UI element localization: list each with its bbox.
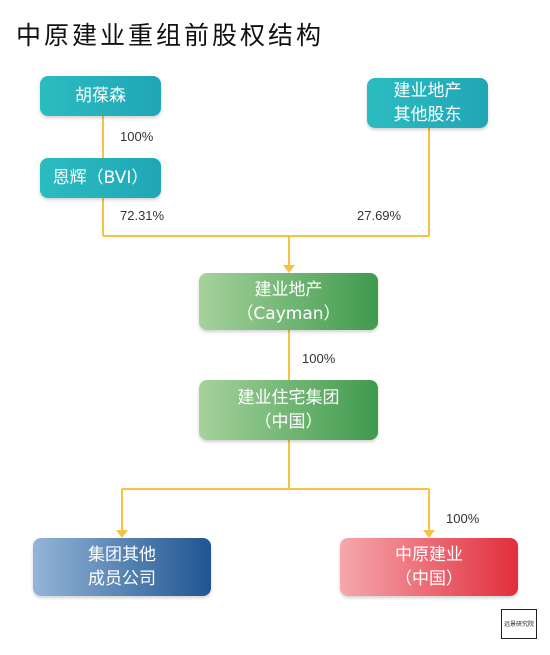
- watermark-logo-text: 远景研究院: [503, 621, 534, 628]
- node-residential-group: 建业住宅集团 （中国）: [199, 380, 378, 440]
- node-other-shareholders-line2: 其他股东: [393, 105, 462, 125]
- arrow-to-cayman: [283, 265, 295, 273]
- pct-cayman-to-residential: 100%: [302, 351, 336, 366]
- arrow-to-zhongyuan: [423, 530, 435, 538]
- node-residential-group-line2: （中国）: [254, 412, 323, 432]
- node-cayman-line1: 建业地产: [254, 279, 323, 300]
- node-en-hui-label: 恩辉（BVI）: [52, 168, 149, 188]
- pct-holders-to-cayman: 27.69%: [357, 208, 402, 223]
- page-title: 中原建业重组前股权结构: [16, 21, 325, 50]
- node-cayman-line2: （Cayman）: [236, 303, 341, 324]
- node-hu-baosen: 胡葆森: [40, 76, 161, 116]
- pct-hu-to-enhui: 100%: [120, 129, 154, 144]
- arrow-to-group-other: [116, 530, 128, 538]
- node-group-other-members-line2: 成员公司: [88, 569, 156, 589]
- node-zhongyuan-jianye-line2: （中国）: [395, 569, 463, 589]
- node-group-other-members-line1: 集团其他: [88, 545, 156, 565]
- watermark-logo: 远景研究院: [501, 609, 537, 639]
- node-residential-group-line1: 建业住宅集团: [237, 388, 340, 408]
- pct-enhui-to-cayman: 72.31%: [120, 208, 165, 223]
- node-other-shareholders: 建业地产 其他股东: [367, 78, 488, 128]
- node-zhongyuan-jianye: 中原建业 （中国）: [340, 538, 518, 596]
- node-group-other-members: 集团其他 成员公司: [33, 538, 211, 596]
- node-cayman: 建业地产 （Cayman）: [199, 273, 378, 330]
- pct-residential-to-zhongyuan: 100%: [446, 511, 480, 526]
- node-other-shareholders-line1: 建业地产: [393, 81, 462, 101]
- node-zhongyuan-jianye-line1: 中原建业: [395, 545, 463, 565]
- node-en-hui: 恩辉（BVI）: [40, 158, 161, 198]
- node-hu-baosen-label: 胡葆森: [75, 86, 126, 106]
